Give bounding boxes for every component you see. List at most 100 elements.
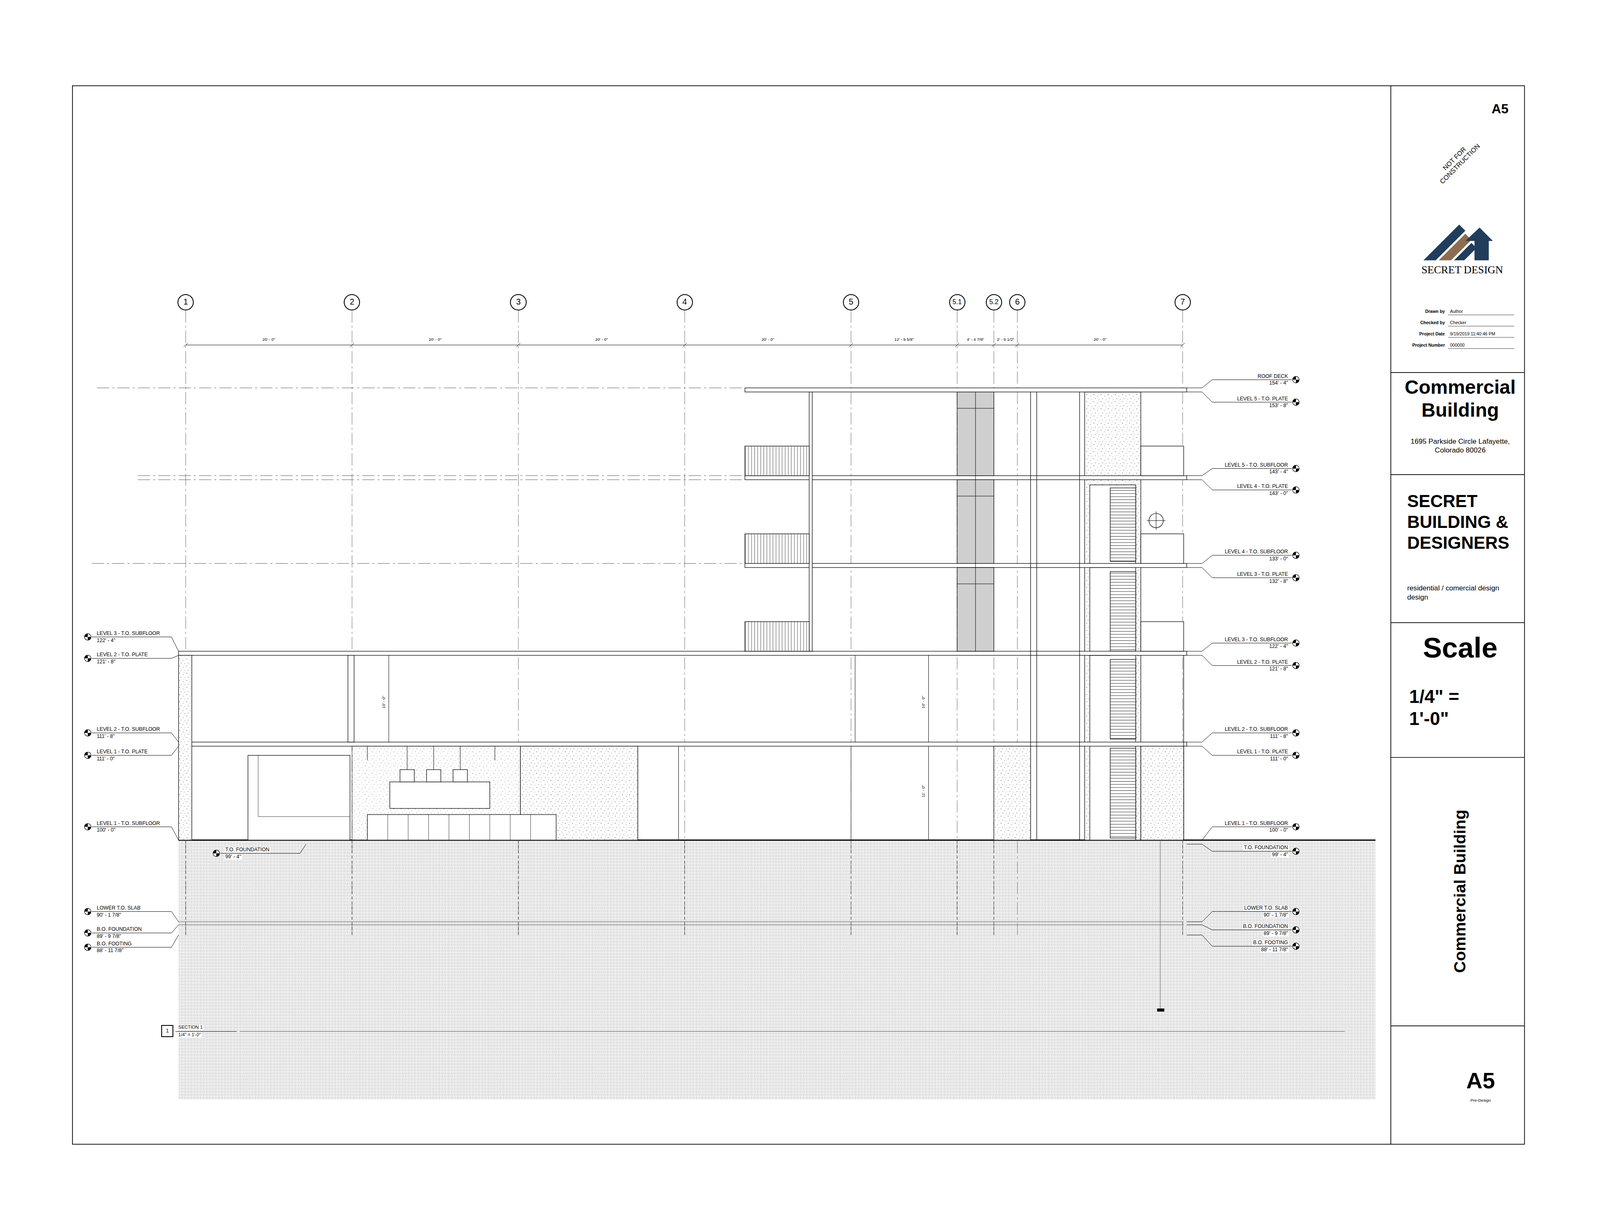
level-elevation: 90' - 1 7/8" bbox=[95, 912, 122, 918]
level-leader bbox=[1186, 468, 1292, 476]
section-underline bbox=[175, 1031, 237, 1032]
building-section bbox=[745, 621, 810, 652]
level-leader bbox=[1186, 911, 1292, 922]
level-name: LEVEL 3 - T.O. SUBFLOOR bbox=[95, 630, 161, 637]
grid-bubble: 5.1 bbox=[949, 294, 966, 311]
level-symbol bbox=[1295, 468, 1300, 472]
title-cell: A5NOT FOR CONSTRUCTIONSECRET DESIGNDrawn… bbox=[1390, 85, 1525, 373]
level-name: T.O. FOUNDATION bbox=[1242, 845, 1289, 851]
level-symbol bbox=[1292, 465, 1296, 469]
level-symbol bbox=[1295, 911, 1300, 915]
sheet-frame bbox=[72, 85, 1525, 1145]
grid-bubble: 5.2 bbox=[985, 294, 1003, 311]
title-block-text: Pre-Design bbox=[1470, 1098, 1491, 1103]
level-name: LOWER T.O. SLAB bbox=[95, 905, 142, 911]
level-symbol bbox=[1292, 398, 1296, 403]
building-section bbox=[1140, 533, 1184, 564]
sheet-name-cell: Commercial Building bbox=[1390, 757, 1525, 1026]
level-name: LEVEL 2 - T.O. PLATE bbox=[1236, 659, 1289, 665]
dimension-text: 11' - 0" bbox=[921, 785, 926, 798]
level-symbol bbox=[1292, 662, 1296, 666]
level-symbol bbox=[1292, 574, 1300, 582]
dimension-text: 2' - 9 1/2" bbox=[997, 337, 1015, 342]
building-section bbox=[178, 655, 193, 840]
building-section bbox=[247, 755, 350, 840]
level-elevation: 89' - 9 7/8" bbox=[95, 933, 122, 940]
level-symbol bbox=[212, 850, 220, 857]
section-title: SECTION 1 bbox=[177, 1025, 204, 1030]
dimension-text: 4' - 4 7/8" bbox=[967, 337, 985, 342]
level-symbol bbox=[87, 932, 92, 937]
dimension-text: 20' - 0" bbox=[262, 337, 275, 342]
level-symbol bbox=[84, 633, 88, 638]
level-leader bbox=[1186, 746, 1292, 756]
level-elevation: 111' - 0" bbox=[1269, 756, 1289, 762]
level-symbol bbox=[87, 755, 92, 759]
grid-number: 2 bbox=[349, 297, 355, 307]
dimension-text: 20' - 0" bbox=[1093, 337, 1107, 342]
level-name: B.O. FOOTING bbox=[1252, 940, 1289, 946]
level-symbol bbox=[1292, 376, 1296, 380]
building-section bbox=[1110, 748, 1136, 839]
level-symbol bbox=[1295, 930, 1300, 934]
level-elevation: 143' - 0" bbox=[1268, 490, 1289, 497]
title-block-text: Checker bbox=[1450, 320, 1467, 325]
dimension-text: 20' - 0" bbox=[595, 337, 608, 342]
building-section bbox=[809, 392, 813, 652]
building-section bbox=[1030, 392, 1184, 840]
dimension-text: 10' - 0" bbox=[381, 695, 386, 709]
level-leader bbox=[1186, 732, 1292, 743]
level-symbol bbox=[1292, 640, 1300, 647]
title-block-text: Drawn by bbox=[1425, 309, 1445, 314]
sheet-frame bbox=[1390, 85, 1525, 1145]
title-block-text: SECRET DESIGN bbox=[1421, 264, 1503, 276]
company-cell: SECRET BUILDING & DESIGNERSresidential /… bbox=[1390, 474, 1525, 623]
level-symbol bbox=[1292, 926, 1296, 930]
level-symbol bbox=[212, 850, 217, 854]
level-name: B.O. FOUNDATION bbox=[1242, 923, 1289, 930]
building-section bbox=[367, 814, 557, 840]
sheet-frame bbox=[72, 85, 1525, 1145]
level-symbol bbox=[1292, 942, 1296, 947]
company-logo bbox=[1423, 224, 1493, 261]
level-elevation: 111' - 8" bbox=[1269, 733, 1289, 740]
level-leader bbox=[1186, 479, 1292, 490]
level-symbol bbox=[1295, 665, 1300, 669]
level-symbol bbox=[1292, 662, 1300, 669]
level-elevation: 122' - 4" bbox=[95, 637, 117, 644]
level-symbol bbox=[1295, 379, 1300, 383]
level-symbol bbox=[1295, 755, 1300, 759]
level-symbol bbox=[1295, 490, 1300, 494]
ground-hatch bbox=[178, 840, 1376, 1100]
level-elevation: 99' - 4" bbox=[1271, 852, 1289, 858]
level-symbol bbox=[1295, 642, 1300, 647]
level-symbol bbox=[87, 911, 92, 915]
level-symbol bbox=[1292, 465, 1300, 473]
title-block-text: 1695 Parkside Circle Lafayette, Colorado… bbox=[1407, 437, 1514, 455]
level-symbol bbox=[1292, 942, 1300, 950]
level-name: B.O. FOUNDATION bbox=[95, 926, 143, 933]
level-symbol bbox=[1292, 729, 1300, 737]
level-symbol bbox=[1292, 398, 1300, 406]
level-name: LEVEL 4 - T.O. PLATE bbox=[1236, 483, 1289, 490]
level-symbol bbox=[1292, 552, 1296, 556]
sheet-frame bbox=[1447, 315, 1515, 349]
level-name: LEVEL 1 - T.O. PLATE bbox=[95, 749, 149, 755]
level-symbol bbox=[87, 826, 92, 830]
title-block-text: Commercial Building bbox=[1397, 375, 1524, 423]
level-leader bbox=[1186, 555, 1292, 564]
level-symbol bbox=[84, 908, 92, 915]
level-leader bbox=[1186, 844, 1292, 852]
level-symbol bbox=[84, 944, 92, 951]
level-elevation: 153' - 8" bbox=[1268, 402, 1289, 409]
level-name: LEVEL 4 - T.O. SUBFLOOR bbox=[1223, 549, 1289, 555]
ground-hatch bbox=[1157, 1008, 1165, 1012]
level-elevation: 154' - 4" bbox=[1268, 380, 1289, 386]
level-symbol bbox=[1292, 823, 1300, 830]
level-lines bbox=[91, 387, 745, 564]
dimension-line bbox=[185, 345, 1183, 346]
level-symbol bbox=[84, 752, 88, 756]
level-elevation: 100' - 0" bbox=[1268, 827, 1289, 833]
level-name: LEVEL 5 - T.O. PLATE bbox=[1236, 396, 1289, 402]
title-block-text: Commercial Building bbox=[1451, 809, 1469, 973]
